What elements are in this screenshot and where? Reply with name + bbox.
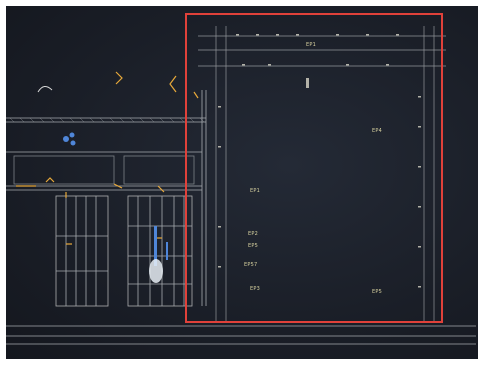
label-left-a: EP1 xyxy=(250,188,260,194)
label-left-c: EP5 xyxy=(248,243,258,249)
hatch-band xyxy=(9,117,205,123)
label-left-b: EP2 xyxy=(248,231,258,237)
blue-marks xyxy=(63,132,168,266)
right-dots xyxy=(218,34,421,288)
label-bottom-right: EP5 xyxy=(372,289,382,295)
light-fixture xyxy=(149,259,163,283)
blueprint-drawing xyxy=(6,26,476,345)
blueprint-photo: EP1 EP4 EP1 EP2 EP5 EP57 EP3 EP5 xyxy=(6,6,478,359)
label-left-e: EP3 xyxy=(250,286,260,292)
label-left-d: EP57 xyxy=(244,262,258,268)
selection-highlight-box xyxy=(185,13,443,323)
label-top-center: EP1 xyxy=(306,42,316,48)
left-plan-lines xyxy=(6,90,476,345)
label-right-mid: EP4 xyxy=(372,128,382,134)
orange-marks xyxy=(16,71,199,245)
right-grid-marks xyxy=(198,26,446,322)
